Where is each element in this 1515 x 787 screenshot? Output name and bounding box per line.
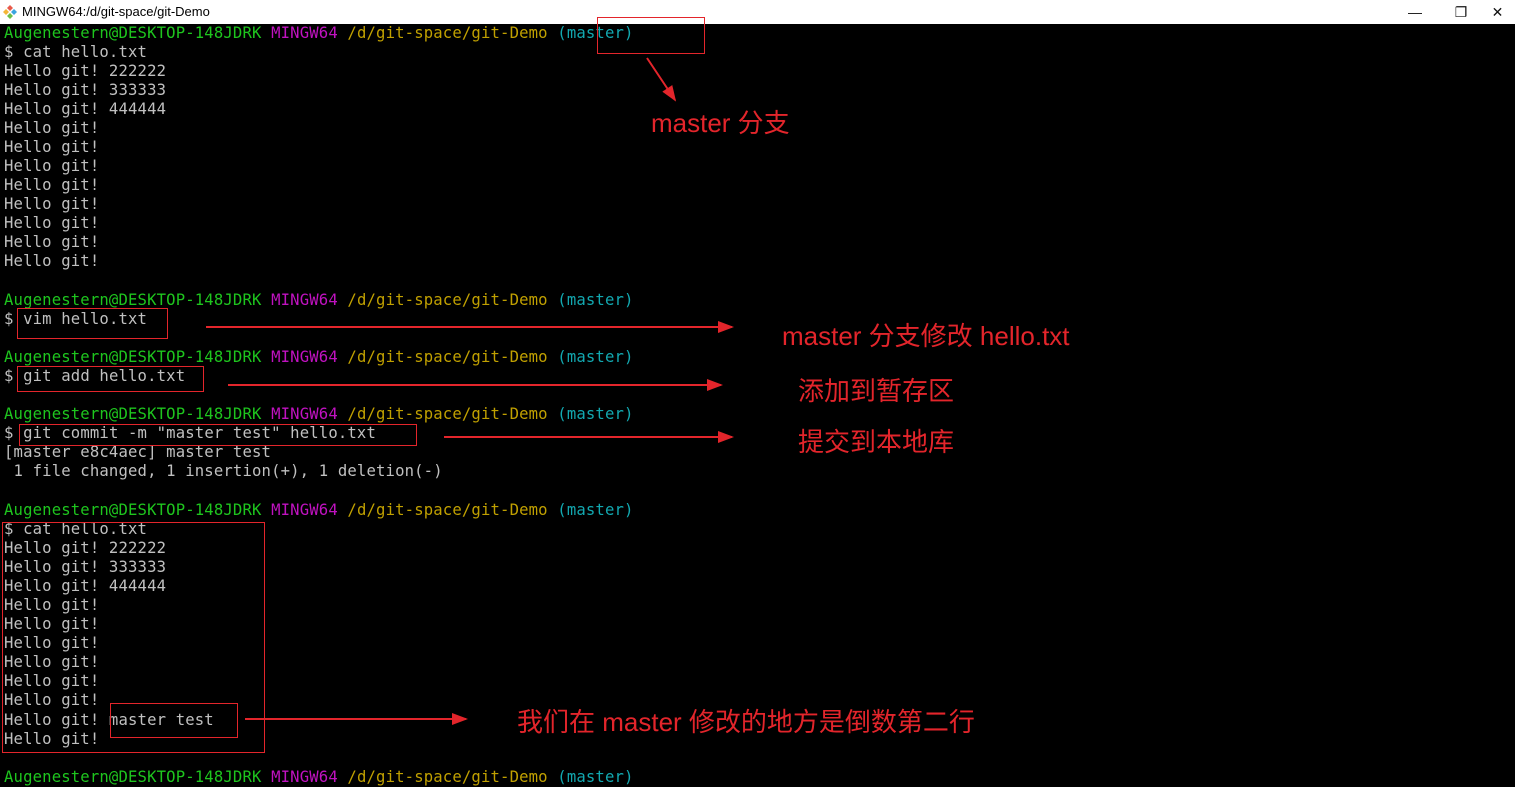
prompt-line: Augenestern@DESKTOP-148JDRK MINGW64 /d/g…: [4, 501, 634, 520]
prompt-user-host: Augenestern@DESKTOP-148JDRK: [4, 501, 262, 519]
vim-highlight-box: [17, 308, 168, 339]
output-line: Hello git! 222222: [4, 539, 167, 557]
prompt-system: MINGW64: [271, 768, 338, 786]
command-line: $ vim hello.txt: [4, 310, 147, 329]
prompt-dollar: $: [4, 424, 14, 442]
output-line: Hello git!: [4, 730, 100, 748]
prompt-line: Augenestern@DESKTOP-148JDRK MINGW64 /d/g…: [4, 348, 634, 367]
command-line: $ cat hello.txt: [4, 520, 148, 538]
output-line: Hello git!: [4, 634, 100, 652]
prompt-branch: (master): [557, 405, 634, 423]
prompt-line: Augenestern@DESKTOP-148JDRK MINGW64 /d/g…: [4, 24, 634, 43]
prompt-path: /d/git-space/git-Demo: [347, 501, 548, 519]
prompt-path: /d/git-space/git-Demo: [347, 291, 548, 309]
prompt-system: MINGW64: [271, 291, 338, 309]
prompt-system: MINGW64: [271, 24, 338, 42]
command-line: $ cat hello.txt: [4, 43, 148, 61]
modified-line-highlight-box: [110, 703, 238, 738]
output-line: Hello git!: [4, 157, 100, 175]
output-line: Hello git! 444444: [4, 577, 167, 595]
output-line: Hello git!: [4, 615, 100, 633]
close-icon: ✕: [1491, 3, 1504, 20]
terminal-area[interactable]: [0, 24, 1515, 776]
vim-command: vim hello.txt: [23, 310, 148, 328]
prompt-branch: (master): [557, 348, 634, 366]
prompt-branch: (master): [557, 291, 634, 309]
prompt-user-host: Augenestern@DESKTOP-148JDRK: [4, 768, 262, 786]
output-line: 1 file changed, 1 insertion(+), 1 deleti…: [4, 462, 443, 480]
minimize-button[interactable]: —: [1392, 0, 1438, 24]
command-line: $ git commit -m "master test" hello.txt: [4, 424, 376, 443]
output-line: Hello git! 333333: [4, 558, 167, 576]
output-line: Hello git! 444444: [4, 100, 167, 118]
prompt-path: /d/git-space/git-Demo: [347, 405, 548, 423]
prompt-branch: (master): [557, 501, 634, 519]
output-line: Hello git!: [4, 653, 100, 671]
output-line: Hello git!: [4, 596, 100, 614]
output-line: Hello git! 333333: [4, 81, 167, 99]
prompt-path: /d/git-space/git-Demo: [347, 768, 548, 786]
maximize-button[interactable]: ❐: [1438, 0, 1484, 24]
commit-highlight-box: [19, 424, 417, 446]
close-button[interactable]: ✕: [1480, 0, 1515, 24]
vim-annotation: master 分支修改 hello.txt: [782, 321, 1070, 351]
output-line: Hello git!: [4, 691, 100, 709]
prompt-line: Augenestern@DESKTOP-148JDRK MINGW64 /d/g…: [4, 768, 634, 787]
restore-icon: ❐: [1454, 3, 1468, 20]
diff-annotation: 我们在 master 修改的地方是倒数第二行: [517, 707, 975, 737]
prompt-line: Augenestern@DESKTOP-148JDRK MINGW64 /d/g…: [4, 405, 634, 424]
prompt-branch: (master): [557, 24, 634, 42]
prompt-path: /d/git-space/git-Demo: [347, 348, 548, 366]
modified-output-line: Hello git! master test: [4, 711, 214, 730]
modified-text: master test: [108, 711, 214, 729]
minimize-icon: —: [1408, 4, 1422, 20]
prompt-user-host: Augenestern@DESKTOP-148JDRK: [4, 348, 262, 366]
command-line: $ git add hello.txt: [4, 367, 185, 386]
prompt-system: MINGW64: [271, 348, 338, 366]
output-line: Hello git!: [4, 119, 100, 137]
prompt-path: /d/git-space/git-Demo: [347, 24, 548, 42]
output-line: Hello git! 222222: [4, 62, 167, 80]
prompt-line: Augenestern@DESKTOP-148JDRK MINGW64 /d/g…: [4, 291, 634, 310]
output-line: Hello git!: [4, 176, 100, 194]
prompt-user-host: Augenestern@DESKTOP-148JDRK: [4, 291, 262, 309]
output-line: Hello git!: [4, 214, 100, 232]
prompt-branch: (master): [557, 768, 634, 786]
git-bash-icon: [3, 5, 17, 19]
output-line: Hello git!: [4, 233, 100, 251]
commit-annotation: 提交到本地库: [798, 427, 955, 457]
prompt-user-host: Augenestern@DESKTOP-148JDRK: [4, 24, 262, 42]
output-line: Hello git!: [4, 195, 100, 213]
add-annotation: 添加到暂存区: [798, 376, 955, 406]
branch-annotation: master 分支: [651, 108, 790, 138]
add-command: git add hello.txt: [23, 367, 186, 385]
output-line: Hello git!: [4, 138, 100, 156]
prompt-system: MINGW64: [271, 405, 338, 423]
prompt-user-host: Augenestern@DESKTOP-148JDRK: [4, 405, 262, 423]
output-line: Hello git!: [4, 672, 100, 690]
branch-highlight-box: [597, 17, 705, 54]
add-highlight-box: [17, 366, 204, 392]
output-prefix: Hello git!: [4, 711, 109, 729]
cat-output-highlight-box: [2, 522, 265, 753]
output-line: Hello git!: [4, 252, 100, 270]
prompt-dollar: $: [4, 367, 14, 385]
output-line: [master e8c4aec] master test: [4, 443, 272, 461]
title-bar: MINGW64:/d/git-space/git-Demo — ❐ ✕: [0, 0, 1515, 24]
window-title: MINGW64:/d/git-space/git-Demo: [22, 4, 210, 19]
prompt-dollar: $: [4, 310, 14, 328]
prompt-system: MINGW64: [271, 501, 338, 519]
commit-command: git commit -m "master test" hello.txt: [23, 424, 377, 442]
